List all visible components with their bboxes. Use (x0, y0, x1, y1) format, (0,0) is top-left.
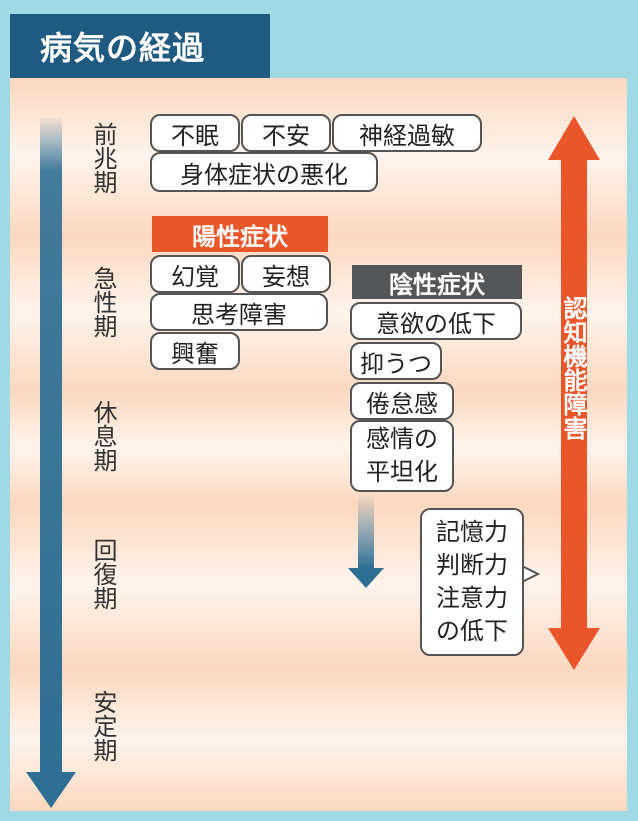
stage-label-prodromal: 前兆期 (89, 122, 117, 194)
time-arrow-shaft (40, 118, 62, 774)
time-arrow-head (26, 772, 76, 808)
stage-label-stable: 安定期 (89, 690, 117, 762)
negative-arrow-head (348, 568, 384, 588)
diagram-arrows (26, 116, 600, 808)
stage-label-acute: 急性期 (89, 266, 117, 338)
course-diagram: 前兆期 急性期 休息期 回復期 安定期 不眠 不安 神経過敏 身体症状の悪化 陽… (10, 78, 627, 811)
flat-affect-line-2: 平坦化 (366, 458, 438, 486)
cognitive-decline-callout: 記憶力 判断力 注意力 の低下 (420, 508, 524, 656)
page-title: 病気の経過 (10, 14, 270, 78)
flat-affect-line-1: 感情の (366, 425, 438, 453)
symptom-nervousness: 神経過敏 (332, 114, 482, 152)
symptom-physical-worsening: 身体症状の悪化 (150, 152, 378, 192)
callout-line-decline: の低下 (436, 617, 508, 645)
symptom-thought-disorder: 思考障害 (150, 293, 328, 331)
stage-band-rest (10, 390, 627, 504)
callout-line-memory: 記憶力 (436, 518, 508, 546)
cognitive-dysfunction-arrow (548, 116, 600, 670)
symptom-delusion: 妄想 (241, 255, 331, 293)
negative-symptoms-label: 陰性症状 (352, 265, 522, 299)
stage-label-rest: 休息期 (89, 400, 117, 472)
symptom-hallucination: 幻覚 (150, 255, 240, 293)
symptom-anxiety: 不安 (241, 114, 331, 152)
stage-band-stable (10, 668, 627, 811)
callout-pointer (521, 564, 541, 584)
callout-line-judgment: 判断力 (436, 551, 508, 579)
stage-label-recovery: 回復期 (89, 538, 117, 610)
symptom-insomnia: 不眠 (150, 114, 240, 152)
symptom-flat-affect: 感情の 平坦化 (350, 420, 454, 492)
symptom-depression: 抑うつ (350, 342, 442, 380)
stage-band-recovery (10, 504, 627, 668)
cognitive-dysfunction-label: 認知機能障害 (559, 296, 587, 440)
symptom-excitement: 興奮 (150, 332, 240, 370)
symptom-low-motivation: 意欲の低下 (350, 302, 522, 340)
symptom-fatigue: 倦怠感 (350, 382, 454, 420)
positive-symptoms-label: 陽性症状 (152, 216, 328, 252)
callout-line-attention: 注意力 (436, 584, 508, 612)
negative-arrow-shaft (358, 494, 374, 568)
